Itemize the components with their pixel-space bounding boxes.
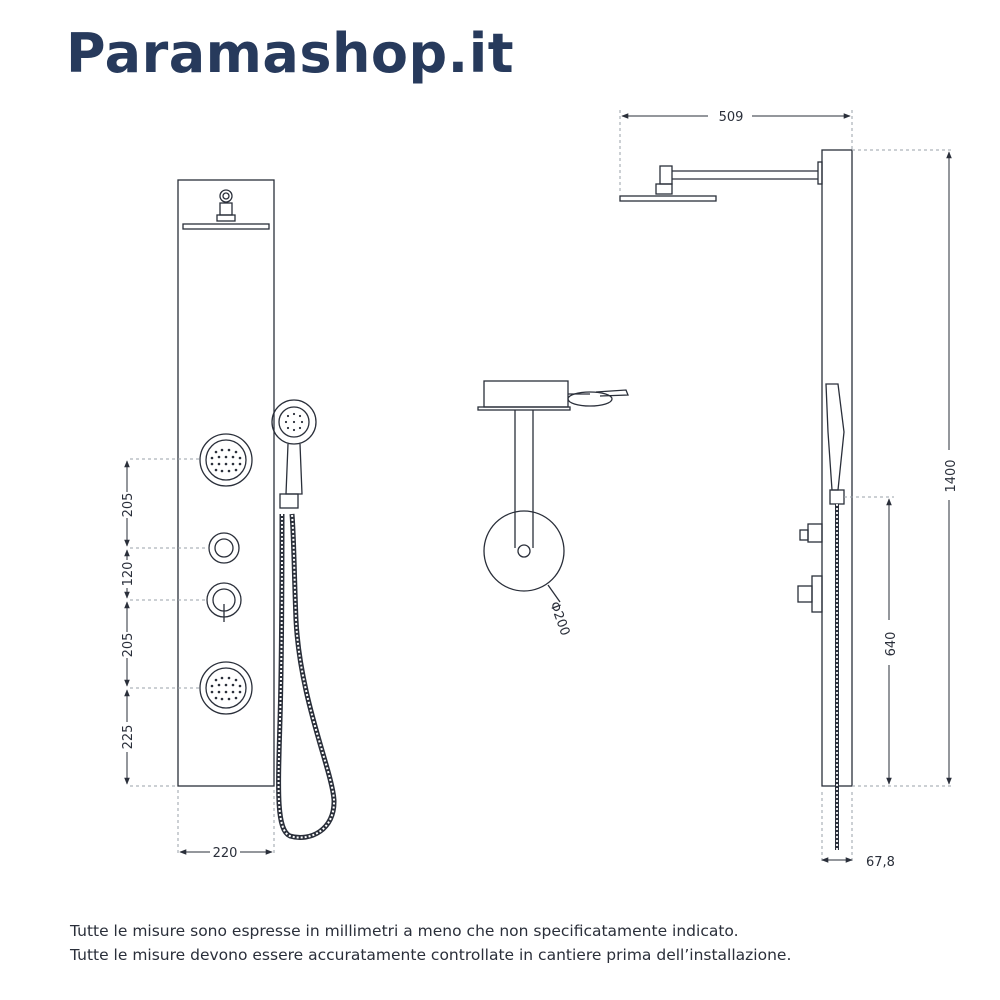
hand-shower [271, 399, 317, 509]
head-circle [483, 510, 565, 592]
dim-head-diameter: Φ200 [546, 600, 572, 638]
body-jet-top [199, 433, 253, 487]
side-view [619, 149, 853, 850]
dim-arm-reach: 509 [719, 110, 744, 125]
side-dimensions [619, 110, 952, 864]
dim-panel-width: 220 [213, 846, 238, 861]
dim-total-height: 1400 [944, 459, 959, 492]
dim-front-225: 225 [121, 725, 136, 750]
shower-hose [276, 513, 337, 840]
head-detail-view [477, 380, 629, 603]
front-rain-head [182, 189, 270, 230]
note-verify: Tutte le misure devono essere accuratame… [70, 946, 792, 964]
dim-panel-depth: 67,8 [866, 855, 895, 870]
dim-front-120: 120 [121, 562, 136, 587]
front-view [177, 179, 337, 840]
note-units: Tutte le misure sono espresse in millime… [70, 922, 739, 940]
brand-logo: Paramashop.it [66, 22, 515, 85]
diverter-knob [208, 532, 240, 564]
dim-hose-outlet-height: 640 [884, 632, 899, 657]
thermostatic-knob [206, 582, 242, 622]
dim-front-205-top: 205 [121, 493, 136, 518]
front-panel [177, 179, 275, 787]
body-jet-bottom [199, 661, 253, 715]
front-dimensions [130, 458, 275, 856]
dim-front-205-bottom: 205 [121, 633, 136, 658]
